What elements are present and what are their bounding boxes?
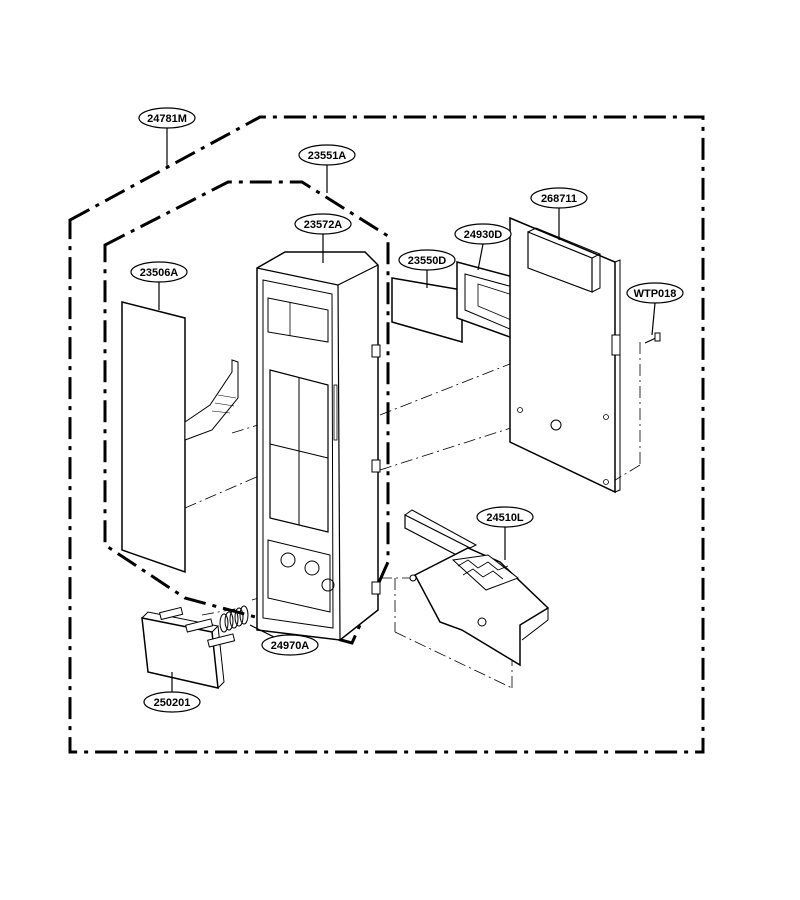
- callout-23506A: 23506A: [130, 261, 188, 283]
- window-sheet: [391, 277, 463, 343]
- front-frame: [256, 251, 381, 641]
- callout-WTP018: WTP018: [626, 282, 684, 304]
- push-button: [141, 606, 236, 689]
- membrane-panel: [121, 301, 239, 574]
- door-lever: [404, 509, 550, 667]
- screw: [644, 332, 661, 344]
- callout-label: 250201: [154, 697, 191, 709]
- callout-label: 24930D: [464, 229, 503, 241]
- callout-label: 24781M: [147, 113, 187, 125]
- callout-23550D: 23550D: [398, 249, 456, 271]
- callout-label: 23506A: [140, 267, 179, 279]
- callout-label: 268711: [541, 193, 577, 205]
- callout-23551A: 23551A: [298, 144, 356, 166]
- callout-label: 24970A: [271, 640, 310, 652]
- spring: [219, 605, 249, 633]
- callout-label: 23551A: [308, 150, 347, 162]
- callout-label: 24510L: [486, 512, 524, 524]
- callout-label: 23550D: [408, 255, 447, 267]
- callout-24930D: 24930D: [454, 223, 512, 245]
- callout-250201: 250201: [143, 691, 201, 713]
- ribbon-cable: [184, 359, 239, 441]
- control-pcb: [509, 216, 621, 494]
- callout-24781M: 24781M: [138, 107, 196, 129]
- callout-24510L: 24510L: [476, 506, 534, 528]
- callout-24970A: 24970A: [261, 634, 319, 656]
- callout-label: WTP018: [634, 288, 677, 300]
- callout-268711: 268711: [530, 187, 588, 209]
- inner-assembly-boundary: [103, 180, 390, 645]
- outer-assembly-boundary: [68, 115, 705, 754]
- callout-23572A: 23572A: [294, 213, 352, 235]
- callout-label: 23572A: [304, 219, 343, 231]
